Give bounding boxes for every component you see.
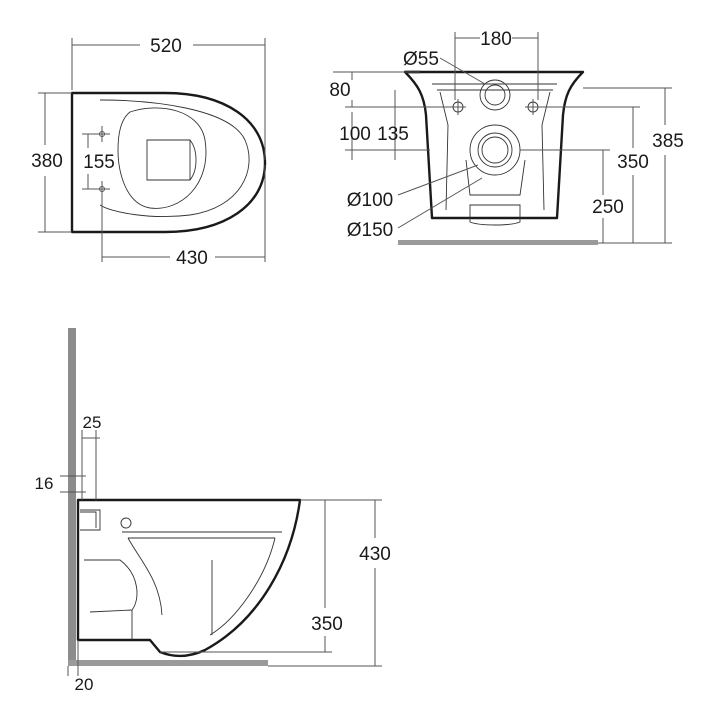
dim-250-label: 250 [592,197,624,218]
top-view-bowl-outline [70,91,267,234]
front-view-outline [403,70,585,220]
dim-135-label: 135 [377,124,409,145]
dim-o55: Ø55 [403,49,486,85]
dim-350-side: 350 [160,500,343,653]
dim-350-front: 350 [540,106,649,243]
front-view: 180 Ø55 80 100 135 385 [329,29,684,245]
dim-20: 20 [67,640,94,694]
dim-250: 250 [520,149,624,243]
dim-180-label: 180 [480,29,512,50]
side-view-wall [68,328,76,666]
dim-20-label: 20 [75,675,94,694]
dim-o150: Ø150 [347,177,483,241]
dim-430-top-label: 430 [176,248,208,269]
dim-350-side-label: 350 [311,614,343,635]
top-view-trap [146,139,197,181]
dim-100-label: 100 [339,124,371,145]
front-fixing-left-icon [450,99,466,115]
dim-100-135: 100 135 [339,90,430,160]
dim-520: 520 [71,36,266,160]
top-view: 520 380 155 430 [31,36,267,269]
side-view-floor [68,660,268,666]
dim-o150-label: Ø150 [347,220,393,241]
dim-385: 385 [583,87,684,244]
front-view-floor [398,240,598,245]
dim-430-side-label: 430 [359,544,391,565]
dim-o100: Ø100 [347,164,479,211]
fixing-hole-lower-icon [94,181,110,197]
dim-o55-label: Ø55 [403,49,439,70]
dim-380: 380 [31,92,72,233]
dim-16: 16 [35,474,86,493]
side-view: 25 16 430 350 20 [35,328,391,694]
dim-155-label: 155 [83,152,115,173]
dim-80-label: 80 [329,80,350,101]
dim-180: 180 [454,29,539,100]
dim-350-front-label: 350 [617,152,649,173]
outlet-icon [469,124,521,176]
dim-155: 155 [82,133,115,190]
front-fixing-right-icon [525,99,541,115]
dim-380-label: 380 [31,151,63,172]
dim-430-top: 430 [101,165,266,269]
fixing-hole-upper-icon [94,126,110,142]
dim-o100-label: Ø100 [347,190,393,211]
dim-16-label: 16 [35,474,54,493]
dim-430-side: 430 [268,499,391,667]
dim-385-label: 385 [652,131,684,152]
dim-520-label: 520 [150,36,182,57]
dim-25-label: 25 [83,413,102,432]
dim-25: 25 [81,413,102,500]
top-view-seat-outline [117,107,207,209]
side-view-bowl-outline [76,498,302,658]
inlet-icon [479,79,511,111]
top-view-inner-rim [99,99,250,218]
dim-80: 80 [329,71,450,108]
